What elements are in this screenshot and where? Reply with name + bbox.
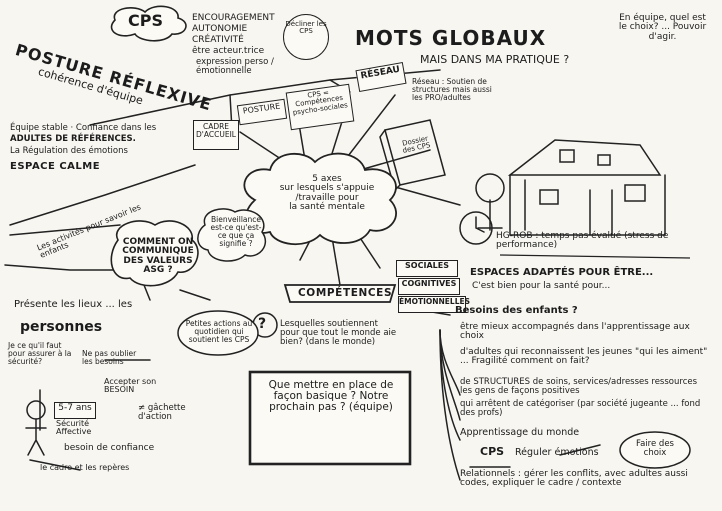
center-five-axes: 5 axes sur lesquels s'appuie /travaille … — [279, 174, 375, 213]
cadre-accueil-node: CADRE D'ACCUEIL — [193, 120, 239, 150]
cps-item-4: être acteur.trice — [192, 46, 265, 56]
quoi-faire-note: Je ce qu'il faut pour assurer à la sécur… — [8, 341, 72, 366]
sociales-tag: SOCIALES — [396, 260, 458, 277]
equipe-note: En équipe, quel est le choix? ... Pouvoi… — [618, 13, 707, 42]
right-item-1: être mieux accompagnés dans l'apprentiss… — [460, 322, 690, 342]
ne-pas-oublier: Ne pas oublier les besoins — [82, 349, 137, 366]
espaces-sante: C'est bien pour la santé pour... — [472, 281, 611, 291]
emotionnelles-tag: ÉMOTIONNELLES — [398, 296, 470, 313]
right-item-6: Relationnels : gérer les conflits, avec … — [460, 469, 688, 489]
question-icon: ? — [258, 316, 267, 332]
cps-row-right: Réguler émotions — [515, 447, 599, 458]
faire-des-choix: Faire des choix — [636, 439, 674, 458]
lesquelles-note: Lesquelles soutiennent pour que tout le … — [280, 319, 397, 347]
espaces-adaptes: ESPACES ADAPTÉS POUR ÊTRE... — [470, 267, 654, 278]
besoins-enfants: Besoins des enfants ? — [455, 305, 578, 316]
mots-globaux-title: MOTS GLOBAUX — [355, 26, 547, 50]
reseau-note: Réseau : Soutien de structures mais auss… — [412, 77, 492, 102]
espace-line-1: Équipe stable · Confiance dans les — [10, 123, 157, 133]
presente-personnes: personnes — [20, 319, 103, 335]
cps-item-5: expression perso / émotionnelle — [196, 57, 274, 76]
cognitives-tag: COGNITIVES — [398, 278, 460, 295]
bienveillance-bubble: Bienveillance est-ce qu'est-ce que ça si… — [210, 215, 262, 248]
securite-affective: Sécurité Affective — [56, 419, 92, 437]
besoin-confiance: besoin de confiance — [64, 443, 155, 453]
cps-item-1: ENCOURAGEMENT — [192, 13, 275, 23]
right-item-4: qui arrêtent de catégoriser (par société… — [460, 399, 701, 418]
presente-lieux: Présente les lieux ... les — [14, 299, 133, 310]
right-item-3: de STRUCTURES de soins, services/adresse… — [460, 377, 698, 396]
cadre-reperes: le cadre et les repères — [40, 463, 130, 472]
age-box: 5-7 ans — [54, 402, 96, 419]
espace-line-4: ESPACE CALME — [10, 161, 101, 172]
cps-item-2: AUTONOMIE — [192, 24, 248, 34]
comment-communique-bubble: COMMENT ON COMMUNIQUE DES VALEURS ASG ? — [122, 237, 194, 276]
mots-globaux-subtitle: MAIS DANS MA PRATIQUE ? — [420, 53, 570, 66]
cps-decliner-badge: Décliner les CPS — [283, 14, 329, 60]
cps-cloud-label: CPS — [128, 11, 163, 30]
espace-line-3: La Régulation des émotions — [10, 146, 128, 156]
gachette-action: ≠ gâchette d'action — [138, 403, 186, 422]
cps-item-3: CRÉATIVITÉ — [192, 35, 244, 45]
espace-line-2: ADULTES DE RÉFÉRENCES. — [10, 134, 136, 144]
accepter-besoin: Accepter son BESOIN — [104, 377, 157, 395]
hg-rob-note: HG-ROB : temps pas évalué (stress de per… — [496, 231, 669, 251]
right-item-2: d'adultes qui reconnaissent les jeunes "… — [460, 347, 708, 367]
petites-actions: Petites actions au quotidien qui soutien… — [185, 319, 253, 344]
cps-row-left: CPS — [480, 445, 505, 458]
quoi-mettre-box: Que mettre en place de façon basique ? N… — [268, 379, 394, 414]
competences-label: COMPÉTENCES — [298, 287, 393, 299]
right-item-5: Apprentissage du monde — [460, 427, 580, 438]
